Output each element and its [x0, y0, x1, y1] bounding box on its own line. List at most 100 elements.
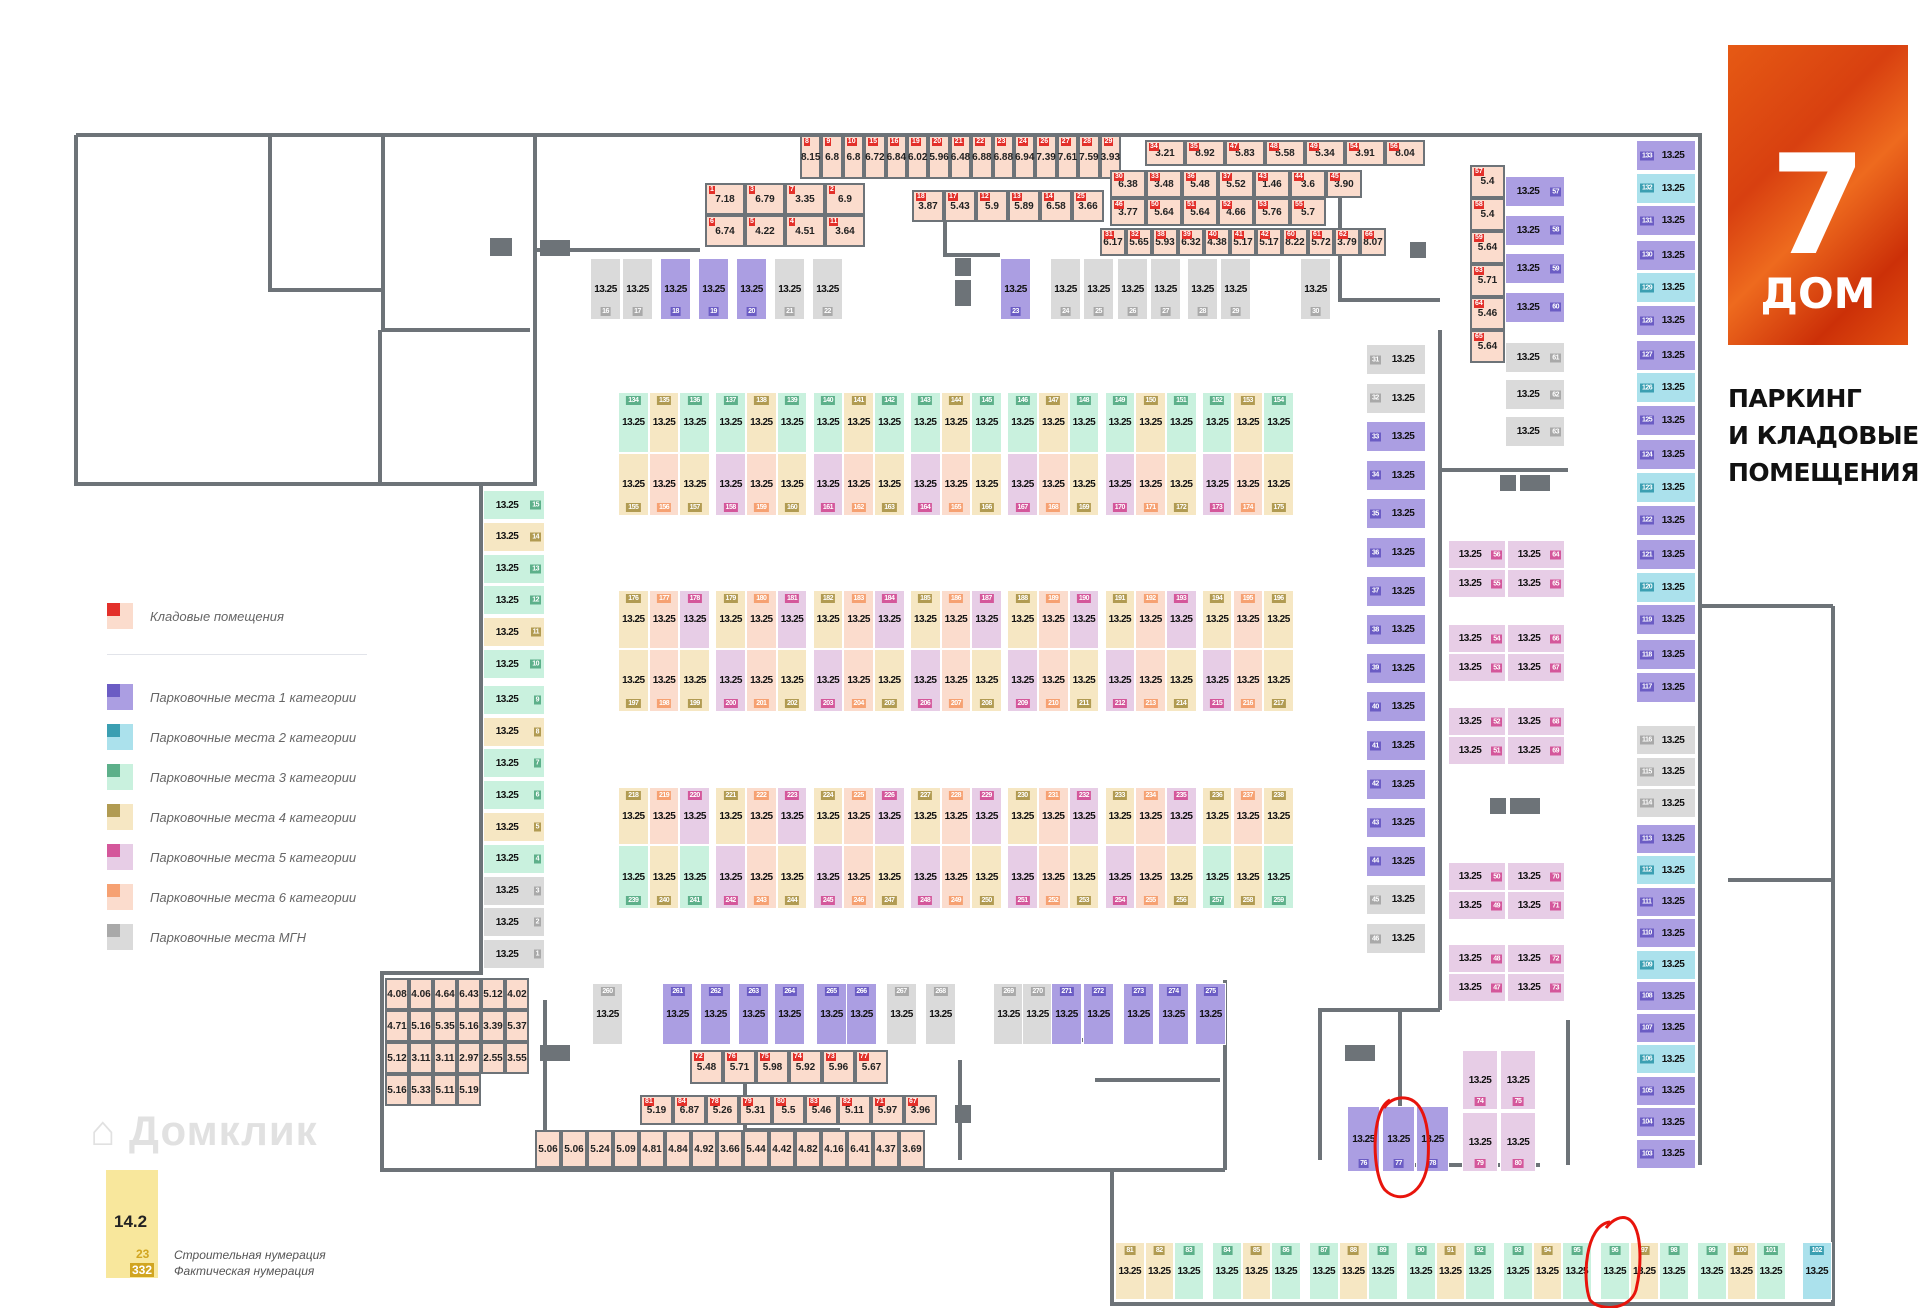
storage-room[interactable]: 6.43 — [457, 978, 481, 1010]
storage-room[interactable]: 5.11 — [433, 1074, 457, 1106]
storage-room[interactable]: 5.16 — [385, 1074, 409, 1106]
storage-room[interactable]: 3.11 — [433, 1042, 457, 1074]
storage-room[interactable]: 4.08 — [385, 978, 409, 1010]
storage-room[interactable]: 2.97 — [457, 1042, 481, 1074]
storage-room[interactable]: 5.12 — [481, 978, 505, 1010]
